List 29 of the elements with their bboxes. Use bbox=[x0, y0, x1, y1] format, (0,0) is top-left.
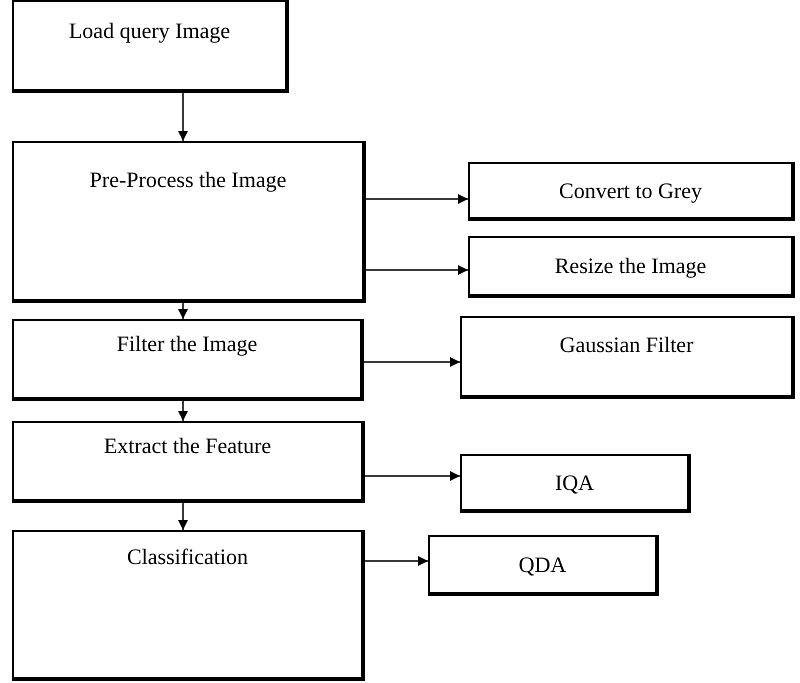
process-box bbox=[428, 535, 659, 596]
arrow bbox=[178, 93, 188, 141]
process-box bbox=[468, 162, 795, 221]
process-box bbox=[12, 0, 289, 93]
process-box bbox=[460, 316, 795, 399]
arrow bbox=[364, 357, 460, 367]
box-label: QDA bbox=[518, 550, 566, 578]
arrow bbox=[178, 503, 188, 530]
process-box bbox=[12, 421, 365, 503]
box-label: Convert to Grey bbox=[559, 176, 702, 205]
box-label: Load query Image bbox=[68, 17, 230, 45]
box-label: Extract the Feature bbox=[104, 432, 272, 460]
box-label: Filter the Image bbox=[116, 330, 258, 358]
box-label: Classification bbox=[127, 543, 248, 571]
box-label: Resize the Image bbox=[554, 252, 706, 280]
process-box bbox=[12, 530, 365, 681]
arrow bbox=[366, 265, 468, 275]
arrow bbox=[366, 194, 468, 204]
box-label: IQA bbox=[554, 468, 594, 496]
arrow bbox=[365, 471, 460, 481]
process-box bbox=[12, 141, 366, 303]
box-label: Pre-Process the Image bbox=[90, 166, 286, 194]
process-box bbox=[460, 454, 691, 513]
box-label: Gaussian Filter bbox=[560, 331, 694, 359]
process-box bbox=[12, 319, 364, 401]
process-box bbox=[468, 236, 795, 298]
arrow bbox=[178, 303, 188, 319]
arrow bbox=[365, 556, 428, 566]
arrow bbox=[178, 401, 188, 421]
